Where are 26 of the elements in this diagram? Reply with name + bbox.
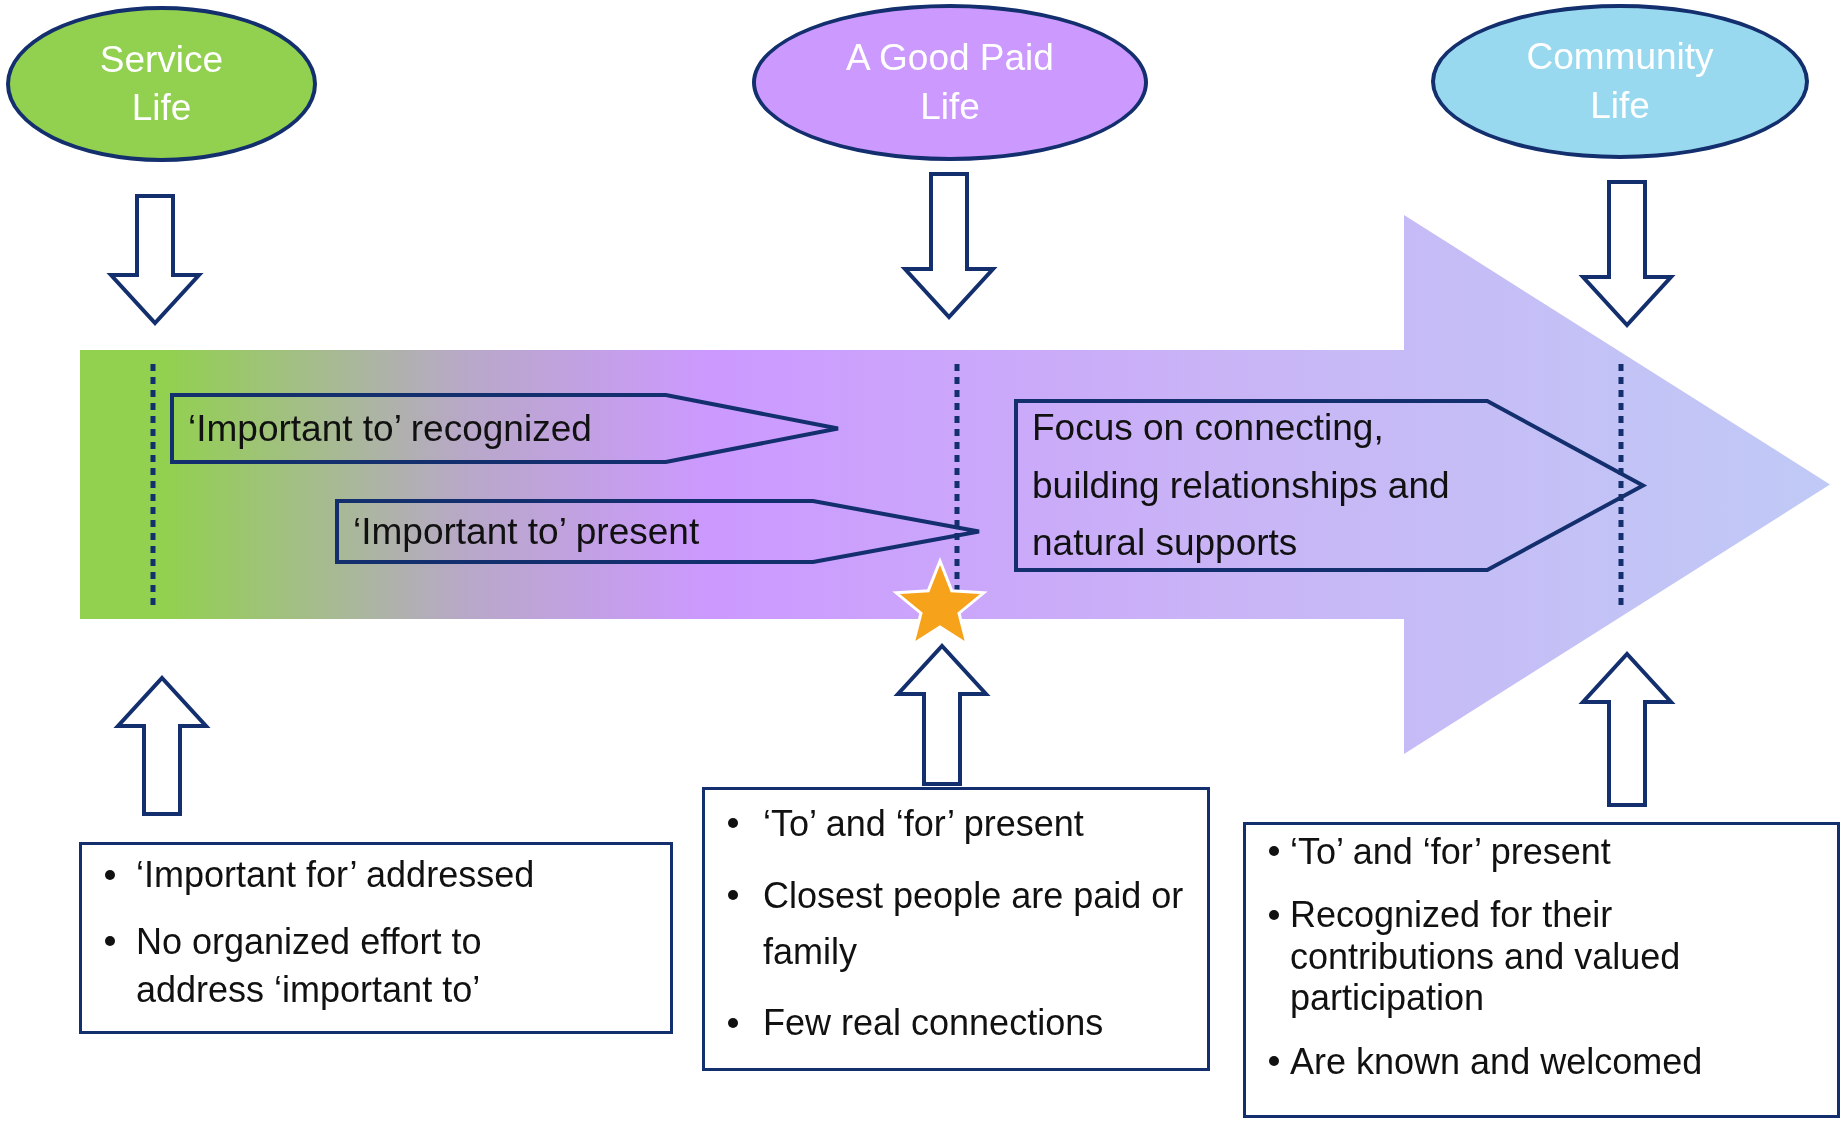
bullet-text: Few real connections	[763, 1002, 1104, 1044]
block-arrow	[1578, 651, 1676, 807]
bullet-text: No organized effort to address ‘important to’	[136, 920, 482, 1011]
banner-text: Focus on connecting, building relationships and natural supports	[1031, 406, 1451, 566]
text-box	[79, 842, 673, 1034]
block-arrow	[1578, 180, 1676, 328]
banner-text: ‘Important to’ present	[352, 509, 701, 554]
block-arrow	[893, 643, 991, 786]
pentagon-banner	[170, 393, 840, 464]
bullet-text: ‘Important for’ addressed	[136, 854, 535, 895]
stage-title: Community Life	[1525, 35, 1715, 128]
text-box	[702, 787, 1210, 1071]
stage-title: Service Life	[98, 37, 225, 130]
block-arrow	[113, 675, 211, 816]
pentagon-banner	[335, 499, 981, 564]
block-arrow	[106, 194, 204, 326]
banner-text: ‘Important to’ recognized	[187, 406, 593, 451]
text-box	[1243, 822, 1840, 1118]
bullet-text: Closest people are paid or family	[763, 874, 1184, 972]
bullet-text: ‘To’ and ‘for’ present	[763, 803, 1084, 844]
block-arrow	[900, 172, 998, 320]
bullet-text: Recognized for their contributions and valued participation	[1290, 894, 1681, 1019]
pentagon-banner	[1014, 399, 1645, 572]
stage-title: A Good Paid Life	[845, 36, 1055, 129]
bullet-text: Are known and welcomed	[1290, 1040, 1703, 1082]
bullet-text: ‘To’ and ‘for’ present	[1290, 831, 1611, 872]
